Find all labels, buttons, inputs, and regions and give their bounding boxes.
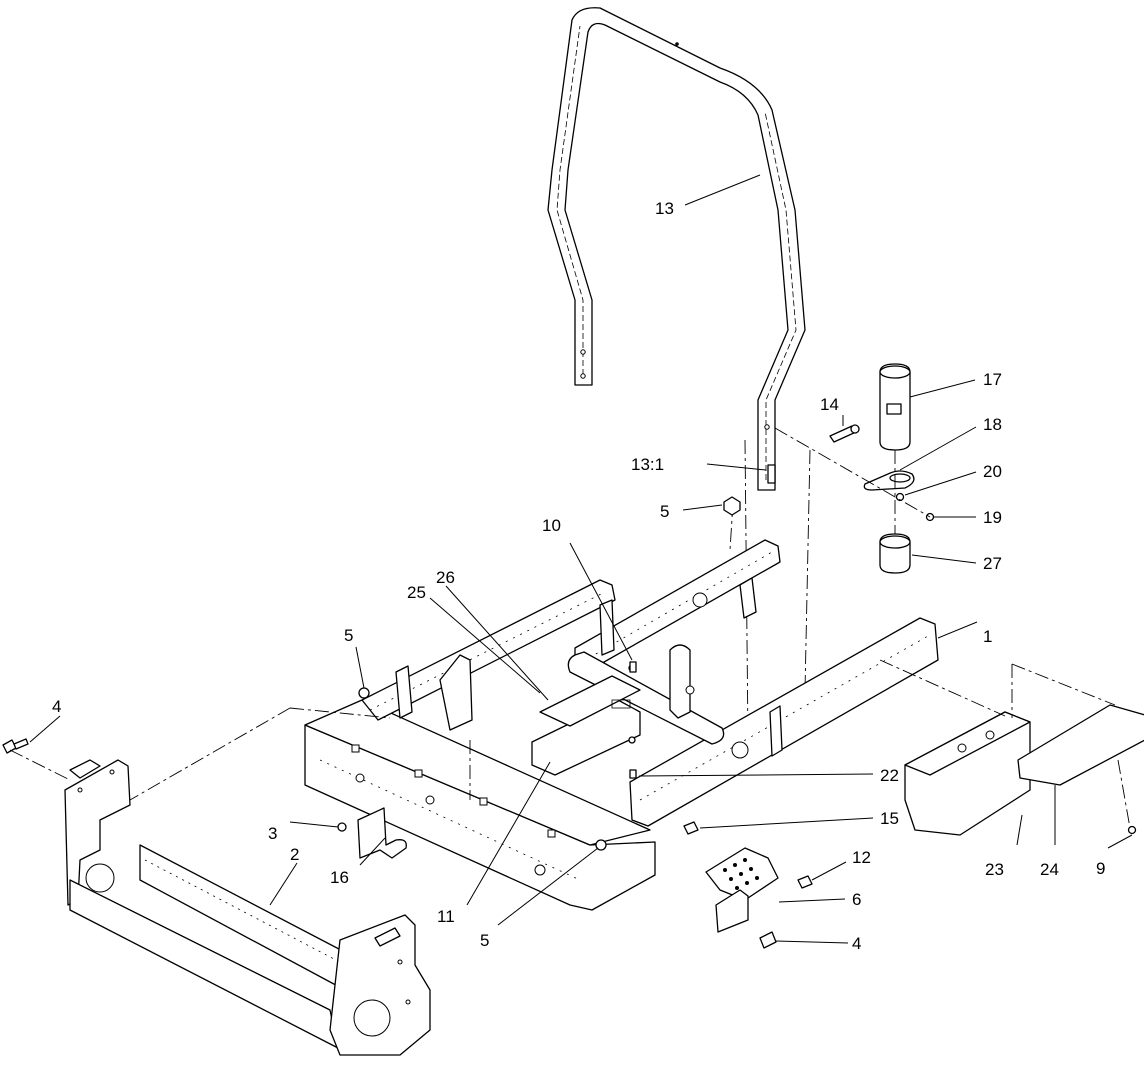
callout-5-lower: 5 bbox=[480, 931, 489, 950]
alignment-line bbox=[1011, 663, 1116, 718]
callout-4-left: 4 bbox=[52, 697, 61, 716]
callout-4-lower: 4 bbox=[852, 934, 861, 953]
alignment-line bbox=[774, 427, 931, 518]
front-axle-part bbox=[64, 759, 431, 1056]
leader-lines bbox=[29, 174, 1133, 944]
alignment-line bbox=[1117, 759, 1131, 829]
callout-18: 18 bbox=[983, 415, 1002, 434]
callout-22: 22 bbox=[880, 766, 899, 785]
callout-27: 27 bbox=[983, 554, 1002, 573]
callout-26: 26 bbox=[436, 568, 455, 587]
alignment-line bbox=[289, 707, 391, 719]
callout-labels: 13 17 14 18 13:1 20 5 19 10 27 26 25 1 5… bbox=[52, 199, 1105, 953]
callout-2: 2 bbox=[290, 845, 299, 864]
callout-6: 6 bbox=[852, 890, 861, 909]
alignment-line bbox=[9, 749, 71, 781]
callout-14: 14 bbox=[820, 395, 839, 414]
alignment-line bbox=[879, 659, 1006, 717]
callout-9: 9 bbox=[1096, 859, 1105, 878]
step-plate-part bbox=[705, 847, 779, 933]
callout-24: 24 bbox=[1040, 860, 1059, 879]
callout-20: 20 bbox=[983, 462, 1002, 481]
callout-16: 16 bbox=[330, 868, 349, 887]
callout-13-1: 13:1 bbox=[631, 455, 664, 474]
callout-10: 10 bbox=[542, 516, 561, 535]
callout-17: 17 bbox=[983, 370, 1002, 389]
callout-11: 11 bbox=[437, 907, 455, 926]
callout-12: 12 bbox=[852, 848, 871, 867]
callout-5-upper: 5 bbox=[660, 502, 669, 521]
callout-25: 25 bbox=[407, 583, 426, 602]
callout-3: 3 bbox=[268, 824, 277, 843]
callout-5-left: 5 bbox=[344, 626, 353, 645]
callout-1: 1 bbox=[983, 627, 992, 646]
loose-hardware bbox=[2, 496, 1137, 949]
alignment-line bbox=[129, 707, 291, 801]
storage-box-part bbox=[904, 704, 1144, 836]
latch-pin-assembly bbox=[829, 363, 935, 574]
callout-19: 19 bbox=[983, 508, 1002, 527]
callout-15: 15 bbox=[880, 809, 899, 828]
callout-13: 13 bbox=[655, 199, 674, 218]
roll-bar-part bbox=[547, 7, 806, 491]
callout-23: 23 bbox=[985, 860, 1004, 879]
alignment-line bbox=[804, 449, 811, 691]
main-frame-part bbox=[304, 539, 939, 911]
